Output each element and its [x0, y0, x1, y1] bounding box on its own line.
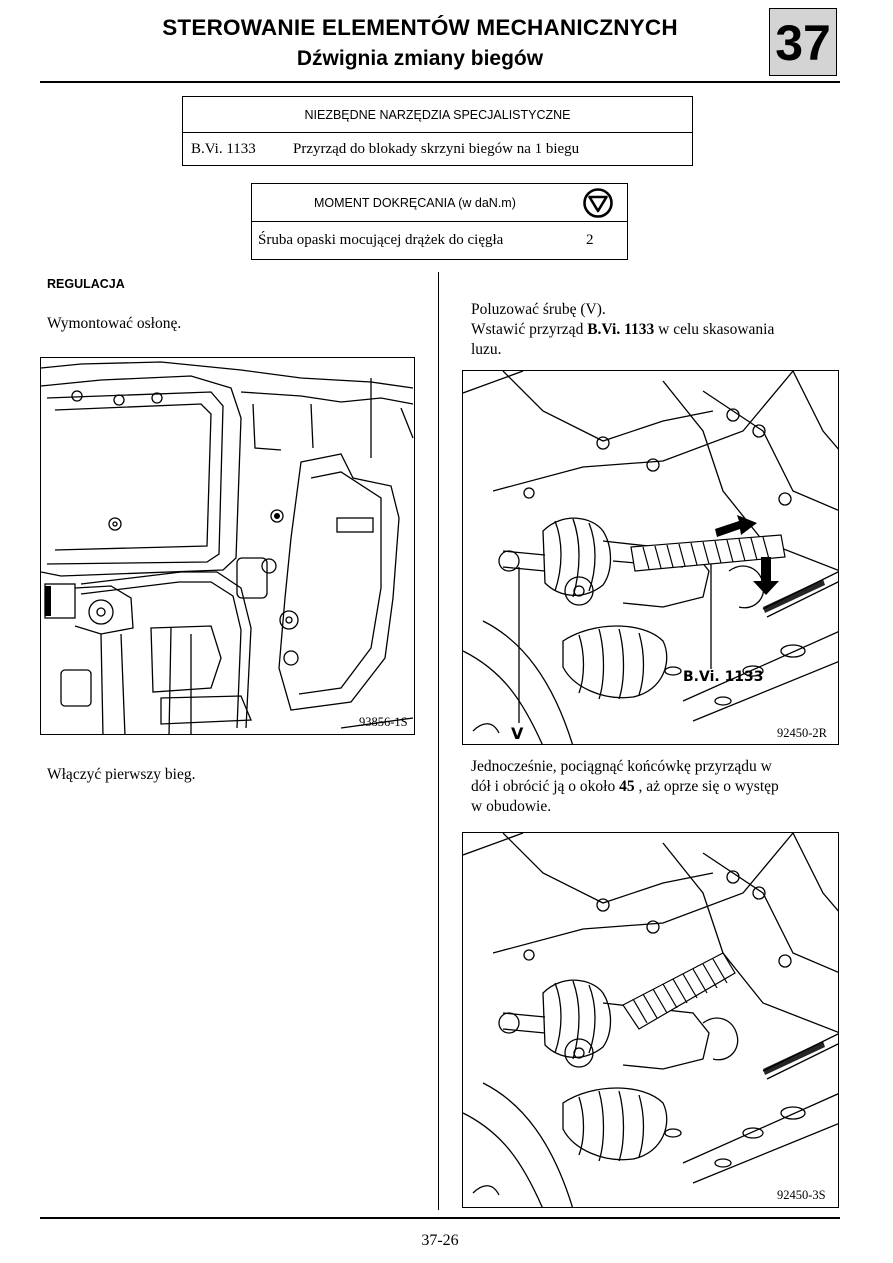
figure-ref-2: 92450-2R [777, 726, 828, 740]
bolt-v-label: V [511, 724, 524, 743]
figure-tool-rotated: 92450-3S [462, 832, 839, 1208]
step-rotate-tool: dół i obrócić ją o około 45 , aż oprze s… [471, 776, 779, 797]
step-insert-tool-code: B.Vi. 1133 [587, 321, 655, 338]
tool-label: B.Vi. 1133 [683, 669, 764, 685]
figure-tool-insertion: B.Vi. 1133 V 92450-2R [462, 370, 839, 745]
step-remove-cover: Wymontować osłonę. [47, 315, 182, 332]
figure-ref-3: 92450-3S [777, 1188, 826, 1202]
torque-table-row: Śruba opaski mocującej drążek do cięgła … [252, 222, 627, 259]
tools-table-row: B.Vi. 1133 Przyrząd do blokady skrzyni b… [183, 133, 692, 165]
page-subtitle: Dźwignia zmiany biegów [296, 47, 544, 70]
footer-rule [40, 1217, 840, 1219]
torque-table-header-row: MOMENT DOKRĘCANIA (w daN.m) [252, 184, 627, 222]
torque-value: 2 [586, 232, 594, 248]
page-title: STEROWANIE ELEMENTÓW MECHANICZNYCH [162, 15, 678, 40]
step-loosen-bolt: Poluzować śrubę (V). [471, 301, 606, 318]
tool-insertion-illustration: B.Vi. 1133 V 92450-2R [463, 371, 838, 744]
torque-table-header: MOMENT DOKRĘCANIA (w daN.m) [314, 196, 516, 210]
step-rotate-angle: 45 [619, 778, 635, 795]
torque-icon [583, 188, 613, 218]
column-divider [438, 272, 440, 1210]
header-rule [40, 81, 840, 83]
torque-table: MOMENT DOKRĘCANIA (w daN.m) Śruba opaski… [251, 183, 628, 260]
tools-table-header: NIEZBĘDNE NARZĘDZIA SPECJALISTYCZNE [183, 97, 692, 133]
tool-description: Przyrząd do blokady skrzyni biegów na 1 … [293, 141, 580, 157]
page-number: 37-26 [421, 1232, 459, 1249]
step-rotate-tool-end: w obudowie. [471, 798, 552, 815]
figure-ref-1: 93856-1S [359, 715, 408, 729]
step-insert-tool-text-c: w celu skasowania [654, 321, 775, 338]
step-insert-tool: Wstawić przyrząd B.Vi. 1133 w celu skaso… [471, 319, 774, 340]
chapter-badge: 37 [769, 8, 837, 76]
torque-description: Śruba opaski mocującej drążek do cięgła [258, 232, 504, 248]
step-insert-tool-text-a: Wstawić przyrząd [471, 321, 588, 338]
engine-bay-illustration: 93856-1S [41, 361, 414, 734]
step-insert-tool-end: luzu. [471, 341, 502, 358]
step-rotate-text-c: , aż oprze się o występ [634, 778, 779, 795]
step-rotate-text-a: dół i obrócić ją o około [471, 778, 620, 795]
step-pull-tool: Jednocześnie, pociągnąć końcówkę przyrzą… [471, 758, 772, 775]
tool-code: B.Vi. 1133 [191, 141, 256, 157]
special-tools-table: NIEZBĘDNE NARZĘDZIA SPECJALISTYCZNE B.Vi… [182, 96, 693, 166]
section-title: REGULACJA [47, 277, 125, 291]
figure-engine-bay: 93856-1S [40, 357, 415, 735]
tool-rotated-illustration: 92450-3S [463, 833, 838, 1207]
step-engage-first-gear: Włączyć pierwszy bieg. [47, 766, 196, 783]
